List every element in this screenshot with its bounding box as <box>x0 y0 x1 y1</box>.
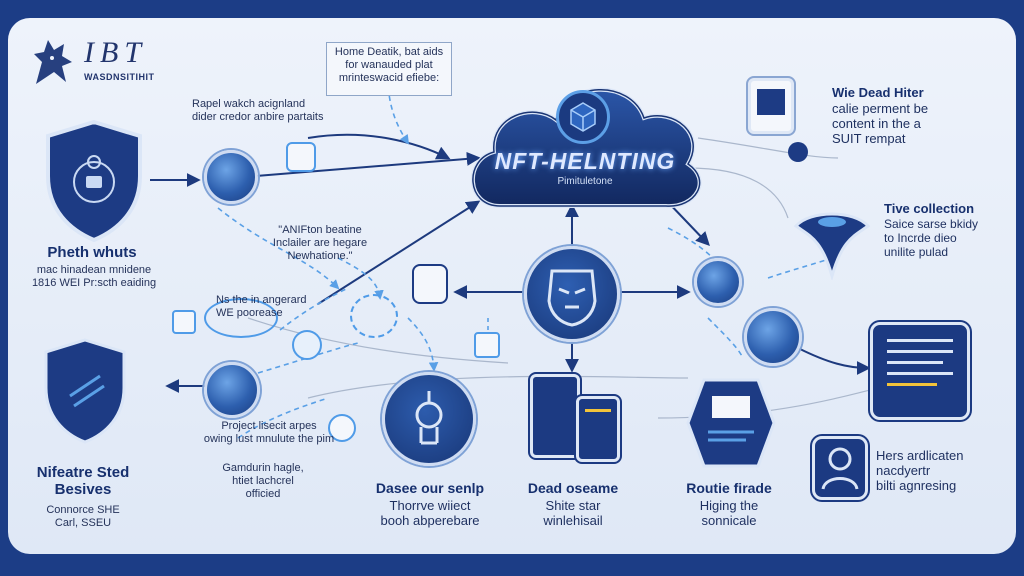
text-line: Higing the <box>699 498 759 513</box>
lock-icon <box>328 414 356 442</box>
gear-icon <box>350 294 398 338</box>
text-line: calie perment be <box>832 101 929 116</box>
text-line: mac hinadean mnidene <box>36 264 152 276</box>
robot-icon <box>412 264 448 304</box>
project-note: Project lisecit arpes owing lust mnulute… <box>184 420 354 446</box>
right-mid-block: Tive collection Saice sarse bkidy to Inc… <box>884 200 1012 259</box>
monitor-icon <box>286 142 316 172</box>
note-line: Project lisecit arpes <box>221 420 317 432</box>
badge-shield-icon <box>40 336 130 446</box>
text-line: Shite star <box>545 498 601 513</box>
key-node-icon <box>382 372 476 466</box>
note-line: htiet lachcrel <box>232 475 294 487</box>
gamb-note: Gamdurin hagle, htiet lachcrel officied <box>208 462 318 501</box>
shield-lock-icon <box>42 118 146 244</box>
text-line: SUIT rempat <box>832 131 906 146</box>
bottom-c1-title: Dasee our senlp <box>375 480 485 496</box>
chip-icon <box>474 332 500 358</box>
shield-node-icon <box>694 258 742 306</box>
top-note-box: Home Deatik, bat aids for wanauded plat … <box>326 42 452 96</box>
text-line: unilite pulad <box>884 245 949 259</box>
text-line: booh abperebare <box>380 513 480 528</box>
document-stack-icon <box>748 78 794 134</box>
document-card-icon <box>530 374 580 458</box>
bottom-c2-text: Shite star winlehisail <box>508 498 638 528</box>
network-ring-icon <box>204 298 278 338</box>
note-line: dider credor anbire partaits <box>192 111 324 123</box>
text-line: sonnicale <box>701 513 757 528</box>
bottom-c1-text: Thorrve wiiect booh abperebare <box>352 498 508 528</box>
router-diamond-icon <box>684 376 778 470</box>
mid-note: "ANIFton beatine Inclailer are hegare Ne… <box>246 224 394 263</box>
text-line: content in the a <box>832 116 921 131</box>
left-top-note: Rapel wakch acignland dider credor anbir… <box>192 98 362 124</box>
right-bot-title: Hers ardlicaten <box>876 448 964 463</box>
text-line: winlehisail <box>543 513 603 528</box>
note-line: Newhatione." <box>287 250 353 262</box>
pointer-dot-icon <box>788 142 808 162</box>
pin-shield-icon <box>790 196 874 282</box>
note-line: Ns the in angerard <box>216 294 307 306</box>
text-line: Thorrve wiiect <box>389 498 471 513</box>
wolf-logo-icon <box>28 32 78 88</box>
right-mid-title: Tive collection <box>884 201 975 216</box>
note-line: "ANIFton beatine <box>278 224 362 236</box>
cloud-subtitle: Pimituletone <box>557 176 613 187</box>
note-line: officied <box>245 488 281 500</box>
mask-face-icon <box>524 246 620 342</box>
text-line: 1816 WEI Pr:scth eaiding <box>31 277 157 289</box>
shield-block-text: mac hinadean mnidene 1816 WEI Pr:scth ea… <box>16 264 172 290</box>
right-bot-block: Hers ardlicaten nacdyertr bilti agnresin… <box>876 448 1012 493</box>
logo-subtitle: WASDNSITIHIT <box>84 72 155 82</box>
diagram-canvas: IBT WASDNSITIHIT Home Deatik, bat aids f… <box>8 18 1016 554</box>
text-line: nacdyertr <box>876 463 931 478</box>
small-note: Ns the in angerard WE poorease <box>216 294 346 320</box>
logo-title: IBT <box>84 36 147 69</box>
right-top-block: Wie Dead Hiter calie perment be content … <box>832 84 1012 146</box>
note-line: owing lust mnulute the pim <box>203 433 335 445</box>
note-line: Inclailer are hegare <box>272 237 368 249</box>
connector-lines <box>150 77 879 439</box>
text-line: bilti agnresing <box>876 478 957 493</box>
vault-node-icon <box>744 308 802 366</box>
document-card-icon <box>576 396 620 462</box>
text-line: Connorce SHE <box>46 504 120 516</box>
cloud-title: NFT-HELNTING <box>494 148 676 174</box>
title-line: Besives <box>54 481 112 498</box>
cube-icon <box>556 90 610 144</box>
top-note-line: for wanauded plat <box>345 59 433 71</box>
note-line: Gamdurin hagle, <box>222 462 304 474</box>
top-note-line: mrinteswacid efiebe: <box>338 72 440 84</box>
tablet-document-icon <box>870 322 970 420</box>
user-avatar-icon <box>812 436 868 500</box>
text-line: Saice sarse bkidy <box>884 217 979 231</box>
note-line: Rapel wakch acignland <box>192 98 306 110</box>
phone-icon <box>172 310 196 334</box>
nft-cloud <box>460 56 710 216</box>
database-node-icon <box>204 362 260 418</box>
globe-icon <box>292 330 322 360</box>
top-note-line: Home Deatik, bat aids <box>334 46 444 58</box>
right-top-title: Wie Dead Hiter <box>832 85 924 100</box>
bottom-c3-text: Higing the sonnicale <box>654 498 804 528</box>
eye-node-icon <box>204 150 258 204</box>
shield-block-title: Pheth whuts <box>47 244 137 261</box>
bottom-c2-title: Dead oseame <box>527 480 619 496</box>
note-line: WE poorease <box>216 307 283 319</box>
bottom-left-text: Connorce SHE Carl, SSEU <box>20 504 146 530</box>
text-line: Carl, SSEU <box>54 517 112 529</box>
text-line: to Incrde dieo <box>884 231 957 245</box>
bottom-left-title: Nifeatre Sted Besives <box>20 464 146 498</box>
bottom-c3-title: Routie firade <box>686 480 772 496</box>
title-line: Nifeatre Sted <box>36 464 130 481</box>
